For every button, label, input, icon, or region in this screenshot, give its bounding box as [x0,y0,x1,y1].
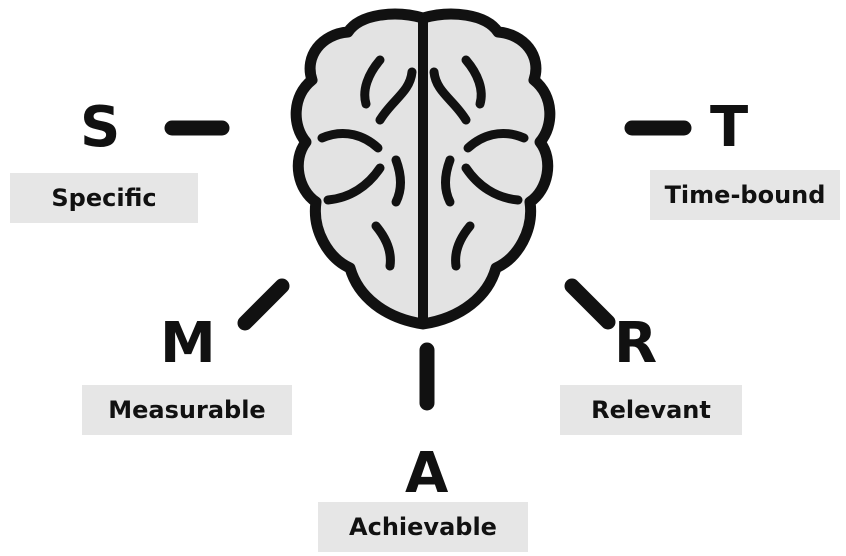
letter-r: R [614,311,658,376]
letter-t: T [710,95,749,160]
letter-s: S [80,95,121,160]
connector-r [564,278,616,330]
label-achievable: Achievable [318,502,528,552]
letter-a: A [405,441,449,506]
letter-m: M [160,311,216,376]
label-specific: Specific [10,173,198,223]
brain-icon [290,8,556,330]
label-relevant: Relevant [560,385,742,435]
label-measurable: Measurable [82,385,292,435]
label-time-bound: Time-bound [650,170,840,220]
connector-m [237,278,290,331]
